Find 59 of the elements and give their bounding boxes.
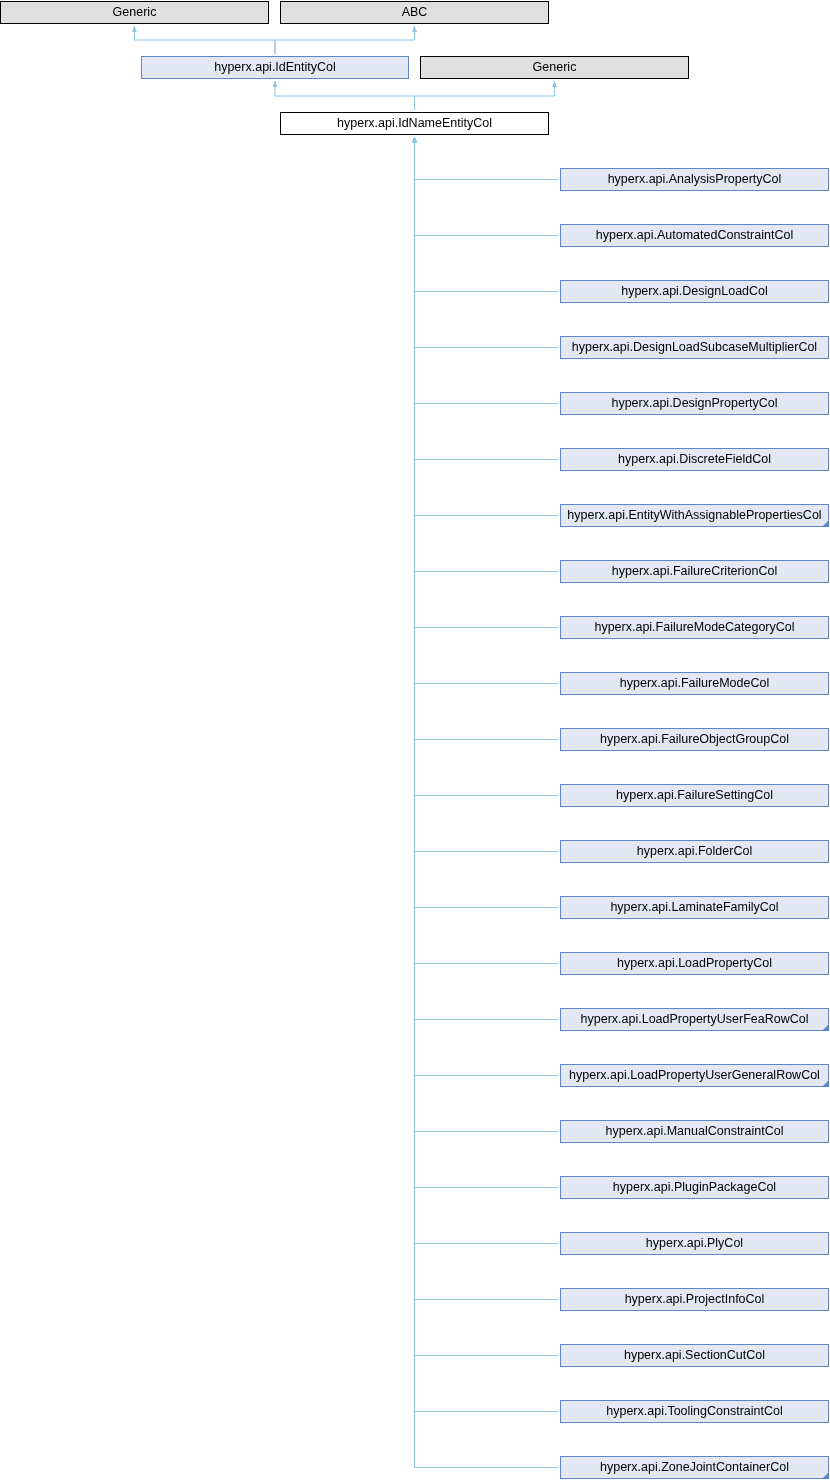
class-name: hyperx.api.PluginPackageCol — [612, 1180, 777, 1195]
class-box — [560, 168, 829, 191]
class-name: hyperx.api.SectionCutCol — [623, 1348, 765, 1363]
class-name: Generic — [532, 60, 577, 75]
class-box — [560, 1344, 829, 1367]
class-name: hyperx.api.DesignLoadSubcaseMultiplierCol — [571, 340, 818, 355]
class-name: ABC — [401, 5, 428, 20]
class-name: hyperx.api.PlyCol — [645, 1236, 744, 1251]
class-box — [560, 1176, 829, 1199]
class-box — [141, 56, 409, 79]
class-box — [560, 224, 829, 247]
class-name: hyperx.api.FailureObjectGroupCol — [600, 732, 789, 747]
class-box — [560, 1288, 829, 1311]
class-box — [560, 336, 829, 359]
class-box — [560, 1064, 829, 1087]
class-name: hyperx.api.ToolingConstraintCol — [606, 1404, 783, 1419]
class-box — [560, 896, 829, 919]
class-box — [560, 616, 829, 639]
external-class-box — [0, 1, 269, 24]
class-box — [560, 1008, 829, 1031]
class-name: Generic — [112, 5, 157, 20]
class-name: hyperx.api.LoadPropertyUserGeneralRowCol — [569, 1068, 820, 1083]
class-box — [560, 280, 829, 303]
class-name: hyperx.api.FailureSettingCol — [616, 788, 773, 803]
current-class-box — [280, 112, 549, 135]
external-class-box — [420, 56, 689, 79]
class-name: hyperx.api.AnalysisPropertyCol — [607, 172, 782, 187]
class-name: hyperx.api.AutomatedConstraintCol — [595, 228, 794, 243]
class-name: hyperx.api.ZoneJointContainerCol — [600, 1460, 789, 1475]
class-name: hyperx.api.FailureModeCol — [619, 676, 770, 691]
class-box — [560, 1400, 829, 1423]
class-name: hyperx.api.EntityWithAssignablePropertiesCol — [567, 508, 822, 523]
class-box — [560, 952, 829, 975]
class-name: hyperx.api.IdEntityCol — [214, 60, 336, 75]
class-name: hyperx.api.LoadPropertyCol — [617, 956, 772, 971]
class-name: hyperx.api.FailureCriterionCol — [611, 564, 778, 579]
class-name: hyperx.api.ProjectInfoCol — [624, 1292, 765, 1307]
class-box — [560, 504, 829, 527]
class-name: hyperx.api.DesignPropertyCol — [611, 396, 778, 411]
class-box — [560, 728, 829, 751]
external-class-box — [280, 1, 549, 24]
class-name: hyperx.api.LoadPropertyUserFeaRowCol — [580, 1012, 809, 1027]
inheritance-arrow — [274, 25, 417, 55]
class-box — [560, 840, 829, 863]
class-box — [560, 448, 829, 471]
class-box — [560, 1456, 829, 1479]
class-name: hyperx.api.FolderCol — [636, 844, 753, 859]
class-name: hyperx.api.LaminateFamilyCol — [610, 900, 779, 915]
class-name: hyperx.api.ManualConstraintCol — [605, 1124, 784, 1139]
class-name: hyperx.api.IdNameEntityCol — [337, 116, 492, 131]
class-box — [560, 672, 829, 695]
class-box — [560, 392, 829, 415]
class-box — [560, 1120, 829, 1143]
class-box — [560, 1232, 829, 1255]
class-box — [560, 784, 829, 807]
class-box — [560, 560, 829, 583]
class-name: hyperx.api.FailureModeCategoryCol — [594, 620, 795, 635]
class-name: hyperx.api.DesignLoadCol — [621, 284, 768, 299]
class-name: hyperx.api.DiscreteFieldCol — [618, 452, 771, 467]
